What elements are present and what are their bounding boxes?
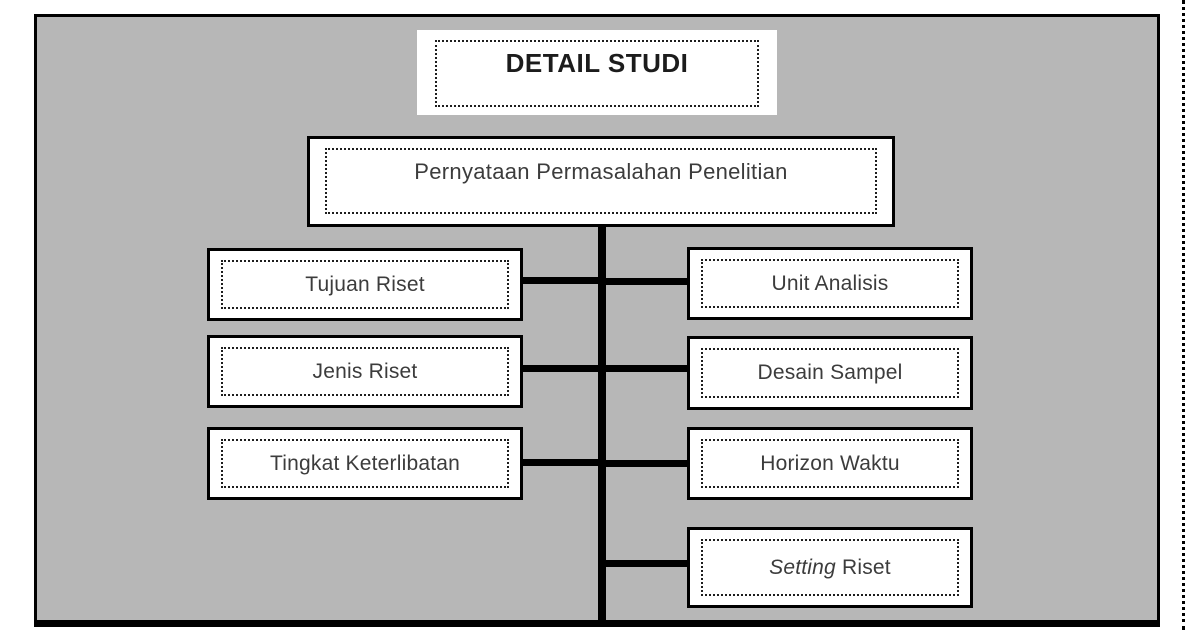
box-label: Unit Analisis <box>772 272 889 296</box>
box-label: Jenis Riset <box>312 359 418 383</box>
box-dotted-inner: Unit Analisis <box>701 259 959 308</box>
box-label-italic-part: Setting <box>769 555 836 579</box>
box-jenis-riset: Jenis Riset <box>207 335 523 408</box>
box-dotted-inner: Desain Sampel <box>701 348 959 398</box>
box-label: Horizon Waktu <box>760 452 900 476</box>
box-label: Tingkat Keterlibatan <box>270 451 460 475</box>
trunk-line <box>598 227 606 621</box>
box-label-regular-part: Desain Sampel <box>757 361 903 384</box>
page-edge-dotted-line <box>1182 0 1185 630</box>
box-horizon-waktu: Horizon Waktu <box>687 427 973 500</box>
title-box: DETAIL STUDI <box>417 30 777 115</box>
root-box-dotted-inner: Pernyataan Permasalahan Penelitian <box>325 148 877 214</box>
root-box-label: Pernyataan Permasalahan Penelitian <box>414 159 788 184</box>
box-setting-riset: Setting Riset <box>687 527 973 608</box>
box-desain-sampel: Desain Sampel <box>687 336 973 410</box>
box-dotted-inner: Tingkat Keterlibatan <box>221 439 509 488</box>
box-dotted-inner: Jenis Riset <box>221 347 509 396</box>
box-dotted-inner: Horizon Waktu <box>701 439 959 488</box>
box-tingkat-keterlibatan: Tingkat Keterlibatan <box>207 427 523 500</box>
connector-right-desain-sampel <box>600 365 690 372</box>
box-dotted-inner: Setting Riset <box>701 539 959 596</box>
connector-left-jenis-riset <box>520 365 602 372</box>
connector-right-setting-riset <box>600 560 690 567</box>
box-label-regular-part: Horizon Waktu <box>760 451 900 475</box>
box-tujuan-riset: Tujuan Riset <box>207 248 523 321</box>
box-unit-analisis: Unit Analisis <box>687 247 973 320</box>
box-label: Tujuan Riset <box>305 272 425 296</box>
box-label-regular-part: Unit Analisis <box>771 271 889 295</box>
box-label-regular-part: Riset <box>835 555 891 579</box>
root-box: Pernyataan Permasalahan Penelitian <box>307 136 895 227</box>
diagram-title: DETAIL STUDI <box>505 48 689 78</box>
connector-left-tujuan-riset <box>520 277 602 284</box>
connector-right-unit-analisis <box>600 278 690 285</box>
box-dotted-inner: Tujuan Riset <box>221 260 509 309</box>
connector-left-tingkat-keterlibatan <box>520 459 602 466</box>
box-label: Desain Sampel <box>757 361 902 385</box>
connector-right-horizon-waktu <box>600 460 690 467</box>
box-label: Setting Riset <box>769 556 891 580</box>
title-box-dotted-inner: DETAIL STUDI <box>435 40 759 107</box>
